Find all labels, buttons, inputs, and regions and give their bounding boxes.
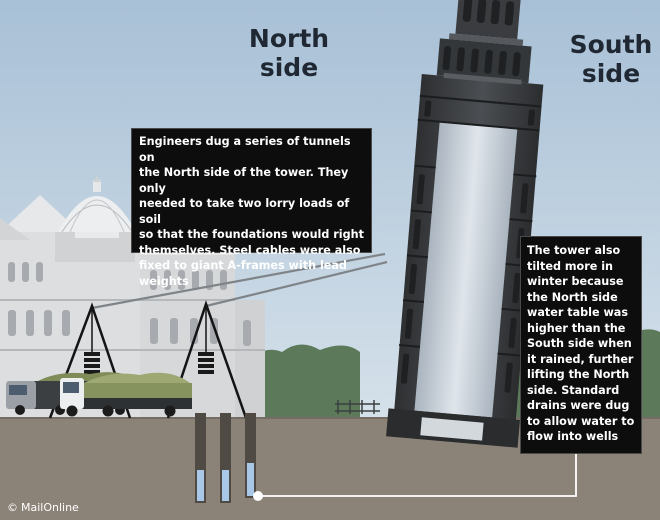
- wells: [195, 413, 577, 503]
- lead-weights: [84, 352, 214, 374]
- drain-pipe: [258, 452, 577, 497]
- copyright-icon: ©: [7, 501, 18, 514]
- steel-cables: [91, 252, 388, 310]
- fence: [335, 400, 380, 414]
- lorry-front: [60, 372, 192, 417]
- north-side-heading-line1: North: [248, 24, 330, 53]
- credit-text: MailOnline: [21, 501, 79, 514]
- south-side-heading-line1: South: [569, 30, 653, 59]
- tunnels-callout: Engineers dug a series of tunnels on the…: [131, 128, 372, 288]
- credit: © MailOnline: [7, 501, 79, 514]
- well-2: [220, 413, 231, 503]
- water-table-callout: The tower also tilted more in winter bec…: [520, 236, 642, 454]
- well-1: [195, 413, 206, 503]
- north-side-heading: North side: [229, 24, 349, 82]
- tower-core: [414, 121, 518, 418]
- north-side-heading-line2: side: [259, 53, 319, 82]
- well-3: [245, 413, 256, 498]
- south-side-heading-line2: side: [581, 59, 641, 88]
- south-side-heading: South side: [551, 30, 660, 88]
- drain-outlet: [253, 491, 263, 501]
- leaning-tower: [386, 0, 544, 448]
